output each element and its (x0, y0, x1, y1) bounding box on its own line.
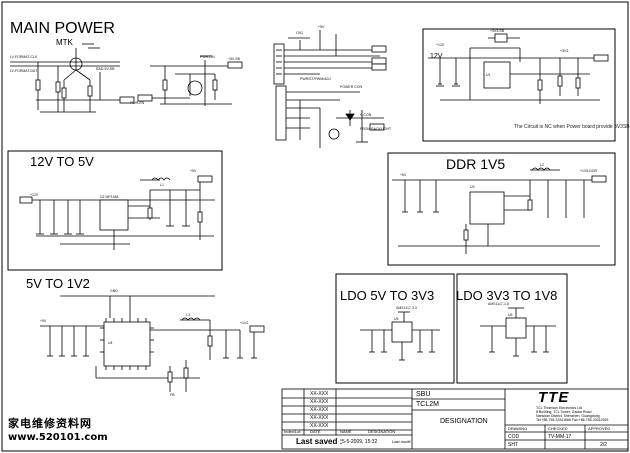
svg-text:+3V3-SB: +3V3-SB (490, 29, 505, 33)
section-title-ldo-5v-3v3: LDO 5V TO 3V3 (340, 288, 435, 303)
section-box-ddr-power (422, 28, 616, 142)
12v-to-5v-circuit (19, 175, 215, 250)
approved-label: APPROVED (588, 426, 611, 431)
part-label-texture: LV-FORMAT-CLK LV-FORMAT-DAT RAD-5V-SB PWR-… (10, 25, 597, 397)
svg-text:LV-FORMAT-CLK: LV-FORMAT-CLK (10, 55, 38, 59)
svg-text:+5V: +5V (40, 319, 47, 323)
rev-row-1: XX-XXX (310, 391, 329, 397)
cod-value: TV-MM-17 (548, 434, 572, 440)
svg-text:U5: U5 (394, 317, 399, 321)
ddr-1v5-circuit (392, 167, 607, 254)
switch-circuit (137, 55, 243, 106)
cod-label: COD (508, 434, 520, 440)
svg-text:PWR/ST/PWM/ADJ: PWR/ST/PWM/ADJ (300, 77, 331, 81)
designation-label: DESIGNATION (440, 418, 488, 425)
rev-row-3: XX-XXX (310, 407, 329, 413)
svg-text:U2 MP1484: U2 MP1484 (100, 195, 119, 199)
svg-text:+12V: +12V (436, 43, 445, 47)
svg-text:S-CON: S-CON (360, 113, 372, 117)
rev-row-5: XX-XXX (310, 423, 329, 429)
watermark-url: www.520101.com (8, 432, 108, 443)
svg-text:+5V: +5V (190, 169, 197, 173)
col-designation: DESIGNATION (368, 429, 396, 434)
title-block-grid (281, 388, 629, 450)
sheet-label: SHT (508, 442, 518, 448)
drawing-label: DRAWING (508, 426, 528, 431)
nc-note: The Circuit is NC when Power board provi… (514, 124, 630, 130)
svg-text:AMS1117-3.3: AMS1117-3.3 (396, 306, 417, 310)
svg-text:L3: L3 (186, 313, 190, 317)
svg-text:U4: U4 (108, 341, 113, 345)
last-saved-label: Last saved : (296, 437, 343, 446)
section-box-ddr-1v5 (387, 152, 616, 266)
svg-text:L1: L1 (160, 183, 164, 187)
last-saved-value: 5-5-2009, 15:32 (342, 439, 378, 445)
checked-label: CHECKED (548, 426, 568, 431)
svg-text:+12V: +12V (30, 193, 39, 197)
svg-text:LV-FORMAT-DAT: LV-FORMAT-DAT (10, 69, 38, 73)
svg-text:POWER CON: POWER CON (340, 85, 362, 89)
ground-symbols-12v-5v (36, 225, 190, 235)
col-name: NAME (340, 429, 352, 434)
section-subtitle-mtk: MTK (56, 38, 73, 47)
svg-text:PWR-EN: PWR-EN (130, 101, 145, 105)
sbu-value: TCL2M (416, 401, 439, 408)
section-box-12v-to-5v (7, 150, 223, 271)
svg-text:RAD-5V-SB: RAD-5V-SB (96, 67, 115, 71)
ldo-3v3-1v8-circuit (480, 307, 556, 357)
ldo-5v-3v3-circuit (360, 311, 440, 361)
section-title-ddr-1v5: DDR 1V5 (446, 156, 506, 172)
company-line-2: 8 Building, TCL Tower, Gaoke Road (536, 410, 592, 414)
col-date: DATE (310, 429, 321, 434)
svg-text:+5V: +5V (400, 173, 407, 177)
svg-text:+3V3: +3V3 (560, 49, 568, 53)
svg-text:FB: FB (170, 393, 175, 397)
col-index-lot: Index/Lot (284, 429, 301, 434)
power-connector-circuit (273, 30, 387, 148)
svg-text:+1V2: +1V2 (240, 321, 248, 325)
company-line-3: Nanshan District, Shenzhen, Guangdong (536, 414, 600, 418)
svg-text:GND: GND (110, 289, 118, 293)
rev-row-2: XX-XXX (310, 399, 329, 405)
section-box-ldo-3v3-1v8 (456, 273, 568, 384)
aux-regulator-circuit (428, 33, 609, 104)
company-line-1: TCL Thomson Electronics Ltd (536, 406, 582, 410)
rev-row-4: XX-XXX (310, 415, 329, 421)
last-modif-label: Last modif (392, 439, 411, 444)
company-line-4: Tel:+86-755-33311666 Fax:+86-755-3331292… (536, 418, 609, 422)
svg-text:+5V-SB: +5V-SB (228, 57, 241, 61)
section-title-ldo-3v3-1v8: LDO 3V3 TO 1V8 (456, 288, 558, 303)
svg-text:+5V: +5V (318, 25, 325, 29)
svg-text:PWR-ON: PWR-ON (200, 55, 215, 59)
section-box-ldo-5v-3v3 (335, 273, 455, 384)
svg-text:U3: U3 (470, 185, 475, 189)
sbu-label: SBU (416, 391, 431, 398)
sheet-value: 2/2 (600, 442, 607, 448)
5v-to-1v2-circuit (40, 295, 265, 392)
svg-text:CN1: CN1 (296, 31, 303, 35)
section-title-12v-to-5v: 12V TO 5V (30, 154, 94, 169)
watermark-chinese: 家电维修资料网 (8, 417, 92, 430)
section-title-5v-to-1v2: 5V TO 1V2 (26, 276, 90, 291)
svg-text:U1: U1 (486, 73, 491, 77)
main-power-circuit (10, 43, 135, 113)
svg-text:L2: L2 (540, 163, 544, 167)
section-title-main-power: MAIN POWER (10, 20, 115, 37)
svg-text:AMS1117-1.8: AMS1117-1.8 (488, 302, 509, 306)
svg-text:FROM BACKLIGHT: FROM BACKLIGHT (360, 127, 392, 131)
tte-logo: TTE (538, 389, 570, 406)
svg-text:+1V5-DDR: +1V5-DDR (580, 169, 597, 173)
voltage-label-12v: 12V (430, 53, 443, 60)
svg-text:U6: U6 (508, 313, 513, 317)
